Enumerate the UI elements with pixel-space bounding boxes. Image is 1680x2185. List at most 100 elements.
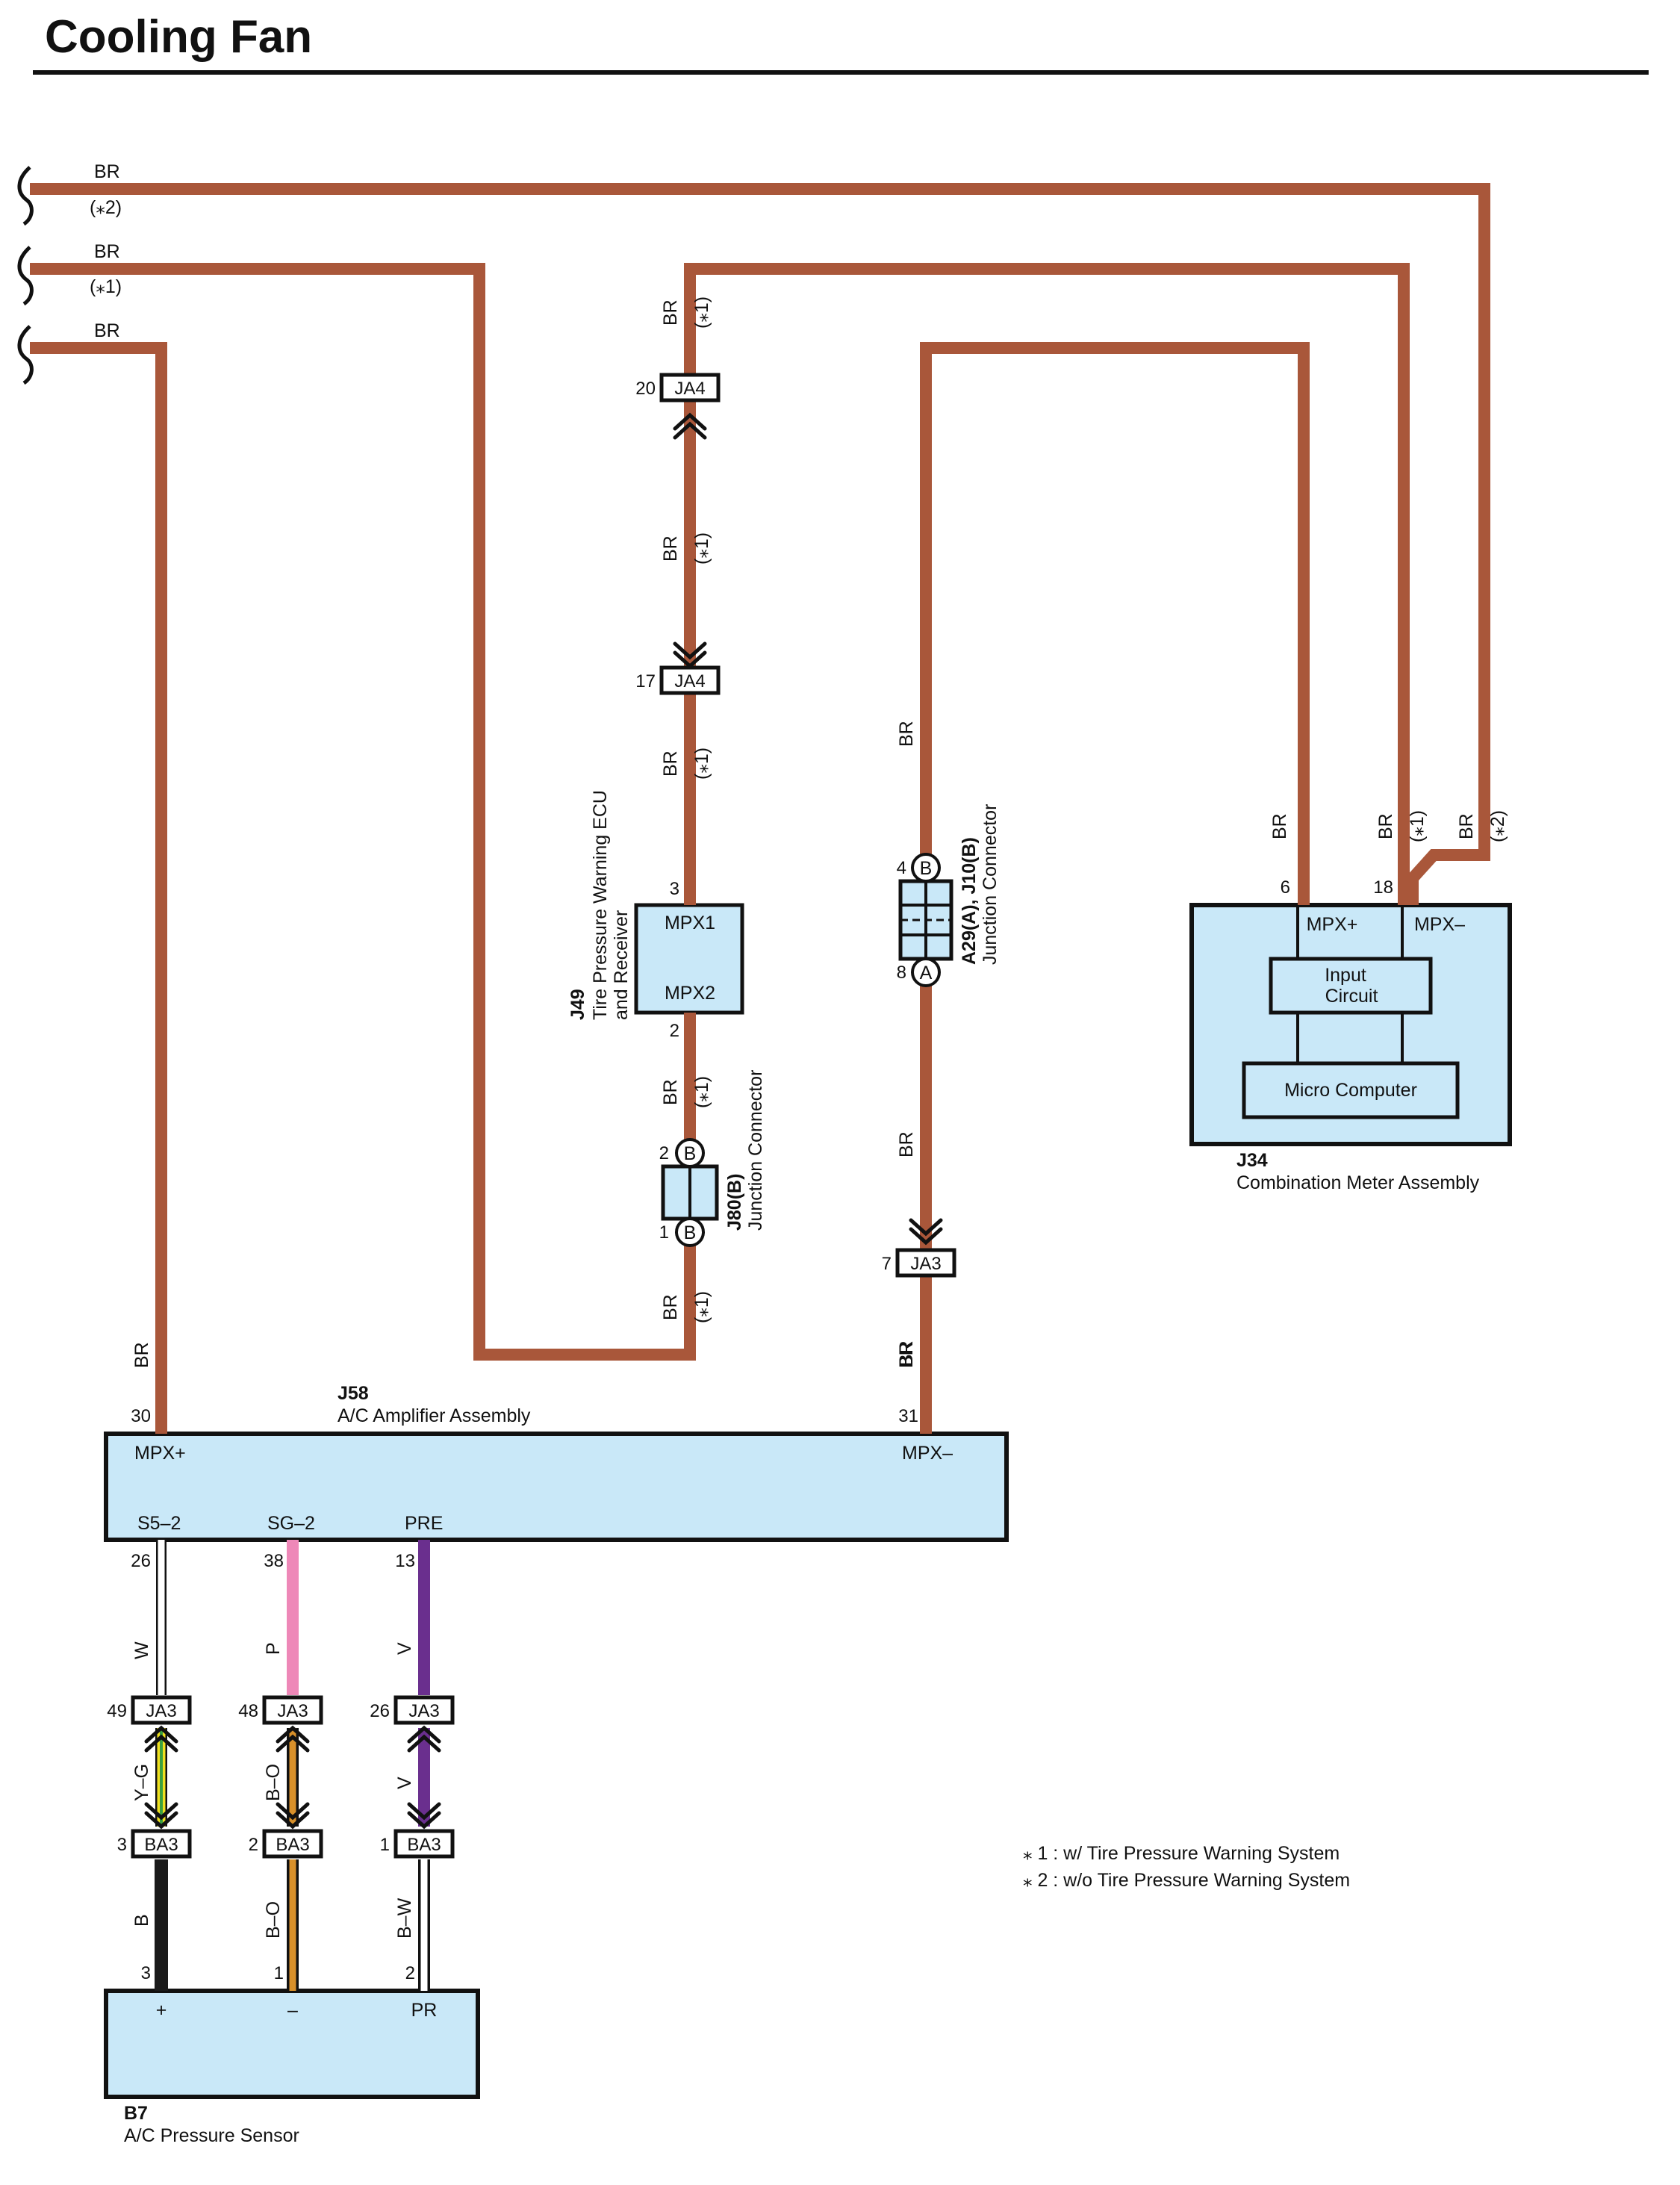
pin-j58-13: 13 bbox=[395, 1551, 415, 1571]
j58-name: A/C Amplifier Assembly bbox=[337, 1405, 531, 1426]
pin-ba3-1: 1 bbox=[380, 1835, 390, 1855]
note-top-n2: (⁎2) bbox=[90, 197, 122, 218]
a29-letter-top: B bbox=[920, 858, 933, 879]
note-j34-n2: (⁎2) bbox=[1487, 810, 1508, 842]
label-br-j34-6: BR bbox=[1269, 813, 1290, 839]
wire-cut-mark-1 bbox=[17, 166, 34, 226]
j58-terminal-mpx-plus: MPX+ bbox=[134, 1443, 186, 1464]
label-b: B bbox=[131, 1914, 152, 1927]
pin-ja4-17: 17 bbox=[635, 671, 656, 691]
ja3-7-chevron-1 bbox=[909, 1218, 943, 1237]
label-br-mid: BR bbox=[94, 241, 120, 262]
label-bo-1: B–O bbox=[263, 1764, 284, 1801]
j34-id: J34 bbox=[1236, 1150, 1268, 1171]
b7-terminal-plus: + bbox=[156, 2000, 167, 2021]
pin-ba3-3: 3 bbox=[117, 1835, 127, 1855]
label-w: W bbox=[131, 1641, 152, 1659]
wire-br-a29-top bbox=[920, 342, 1310, 905]
j80-letter-bottom: B bbox=[684, 1222, 697, 1243]
label-br-j58-right: BR bbox=[896, 1342, 917, 1368]
label-p: P bbox=[263, 1642, 284, 1655]
j34-terminal-mpx-plus: MPX+ bbox=[1307, 914, 1358, 935]
b7-name: A/C Pressure Sensor bbox=[124, 2125, 299, 2146]
b7-terminal-minus: – bbox=[287, 2000, 298, 2021]
pin-a29-8: 8 bbox=[897, 963, 906, 983]
a29-terminal-top bbox=[911, 853, 941, 883]
j49-terminal-mpx1: MPX1 bbox=[665, 913, 715, 933]
j34-input-line1: Input bbox=[1325, 965, 1366, 986]
j80-name: Junction Connector bbox=[745, 1070, 766, 1231]
label-br-j58-left: BR bbox=[131, 1342, 152, 1368]
ba3-2-label: BA3 bbox=[276, 1835, 309, 1855]
label-br-a29-bot: BR bbox=[896, 1131, 917, 1157]
label-br-a29-top: BR bbox=[896, 721, 917, 747]
label-br-j80-below: BR bbox=[660, 1294, 681, 1320]
pin-j58-38: 38 bbox=[264, 1551, 284, 1571]
note-j80-below: (⁎1) bbox=[691, 1291, 712, 1323]
pin-j58-26: 26 bbox=[131, 1551, 151, 1571]
label-v: V bbox=[394, 1642, 415, 1655]
j49-name-line1: Tire Pressure Warning ECU bbox=[590, 790, 611, 1020]
ja3-49-chevron-1 bbox=[144, 1725, 178, 1744]
ja3-7-box bbox=[895, 1248, 956, 1278]
j34-micro-computer-box bbox=[1242, 1061, 1460, 1119]
pin-ja3-49: 49 bbox=[107, 1701, 127, 1721]
ba3-1-box bbox=[393, 1829, 455, 1859]
b7-terminal-pr: PR bbox=[411, 2000, 438, 2021]
title-rule bbox=[33, 70, 1649, 75]
j80-terminal-bottom bbox=[675, 1217, 705, 1247]
b7-id: B7 bbox=[124, 2103, 148, 2124]
pin-j49-3: 3 bbox=[670, 879, 679, 899]
j58-terminal-pre: PRE bbox=[405, 1513, 443, 1534]
pin-j34-18: 18 bbox=[1373, 877, 1393, 898]
pin-ja3-48: 48 bbox=[238, 1701, 258, 1721]
a29-name: Junction Connector bbox=[980, 804, 1001, 965]
ja3-49-box bbox=[131, 1695, 192, 1725]
connector-chevrons bbox=[144, 412, 943, 1830]
pin-b7-3: 3 bbox=[141, 1963, 151, 1983]
label-br-ja4-mid: BR bbox=[660, 535, 681, 562]
pin-a29-4: 4 bbox=[897, 858, 906, 878]
ja3-26-label: JA3 bbox=[408, 1701, 439, 1721]
label-br-top: BR bbox=[94, 161, 120, 182]
j34-terminal-mpx-minus: MPX– bbox=[1414, 914, 1465, 935]
ja3-7-label: JA3 bbox=[910, 1254, 941, 1274]
pin-j58-31: 31 bbox=[898, 1406, 918, 1426]
pin-j80-1: 1 bbox=[659, 1222, 669, 1243]
ja3-26-chevron-1 bbox=[407, 1725, 441, 1744]
ba3-1-label: BA3 bbox=[407, 1835, 441, 1855]
j80-terminal-top bbox=[675, 1138, 705, 1168]
legend-note-2: ⁎ 2 : w/o Tire Pressure Warning System bbox=[1023, 1870, 1350, 1891]
wire-br-top-n2 bbox=[30, 183, 1490, 905]
a29-letter-bottom: A bbox=[920, 963, 933, 983]
j58-terminal-s5-2: S5–2 bbox=[137, 1513, 181, 1534]
j80-id: J80(B) bbox=[724, 1174, 745, 1231]
sensor-wires bbox=[155, 1540, 430, 1991]
j58-id: J58 bbox=[337, 1383, 369, 1404]
label-bw: B–W bbox=[394, 1898, 415, 1939]
pin-ja4-20: 20 bbox=[635, 379, 656, 399]
ja4-17-chevron-1 bbox=[673, 641, 707, 660]
a29-id: A29(A), J10(B) bbox=[959, 837, 980, 965]
j80-letter-top: B bbox=[684, 1143, 697, 1164]
label-br-a29-bottom: BR bbox=[896, 1340, 917, 1367]
label-bo-2: B–O bbox=[263, 1901, 284, 1939]
note-ja4-mid: (⁎1) bbox=[691, 532, 712, 565]
wire-br-mid-n1 bbox=[30, 263, 696, 1361]
label-br-j34-n2: BR bbox=[1456, 813, 1477, 839]
ja4-20-label: JA4 bbox=[674, 379, 705, 399]
ba3-1-chevron-1 bbox=[407, 1802, 441, 1821]
ba3-3-box bbox=[131, 1829, 192, 1859]
br-wires bbox=[30, 183, 1490, 1434]
ja3-26-box bbox=[393, 1695, 455, 1725]
note-ja4-bot: (⁎1) bbox=[691, 748, 712, 780]
ba3-2-chevron-1 bbox=[276, 1802, 310, 1821]
j34-input-circuit-box bbox=[1269, 957, 1433, 1015]
ba3-3-chevron-1 bbox=[144, 1802, 178, 1821]
note-j34-18: (⁎1) bbox=[1407, 810, 1428, 842]
pin-ja3-7: 7 bbox=[882, 1254, 892, 1274]
ja3-7-chevron-2 bbox=[909, 1227, 943, 1246]
note-mid-n1: (⁎1) bbox=[90, 276, 122, 297]
j49-id: J49 bbox=[567, 989, 588, 1020]
pin-ja3-26: 26 bbox=[370, 1701, 390, 1721]
